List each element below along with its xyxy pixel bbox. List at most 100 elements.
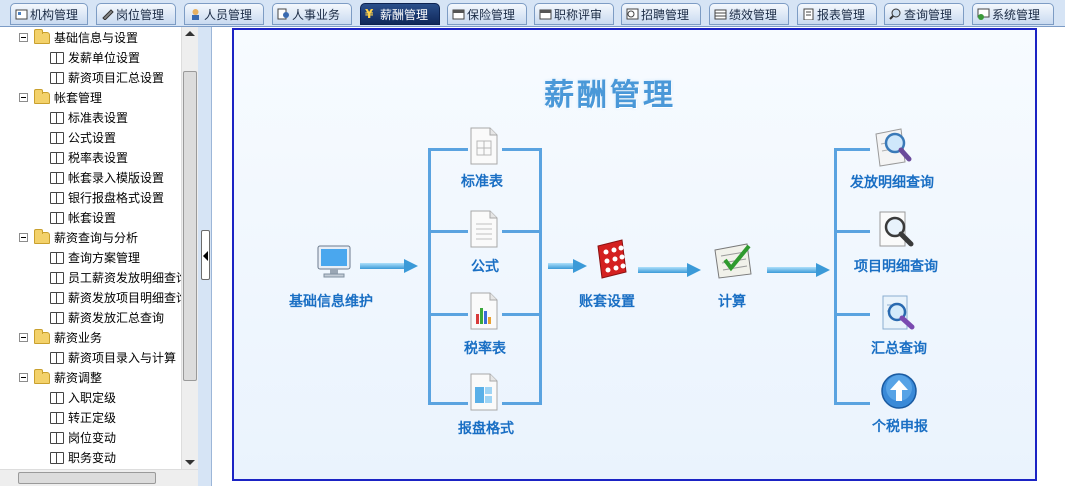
tree-group-salary-query[interactable]: 薪资查询与分析 — [19, 228, 138, 247]
tree-group-account-set[interactable]: 帐套管理 — [19, 88, 102, 107]
scrollbar-thumb[interactable] — [183, 71, 197, 381]
tree-item[interactable]: 员工薪资发放明细查询 — [50, 268, 188, 287]
tab-org-management[interactable]: 机构管理 — [10, 3, 88, 25]
monitor-icon[interactable] — [316, 244, 352, 280]
tab-post-management[interactable]: 岗位管理 — [96, 3, 176, 25]
book-icon — [50, 311, 64, 324]
book-icon — [50, 151, 64, 164]
tree-item[interactable]: 入职定级 — [50, 388, 116, 407]
tab-query-management[interactable]: 查询管理 — [884, 3, 964, 25]
flow-arrow — [767, 263, 830, 277]
folder-icon — [34, 368, 50, 384]
scroll-up-icon[interactable] — [185, 31, 195, 36]
collapse-icon[interactable] — [19, 233, 28, 242]
tree-item[interactable]: 薪资项目汇总设置 — [50, 68, 164, 87]
book-icon — [50, 391, 64, 404]
calculate-checklist-icon[interactable] — [711, 240, 757, 280]
tree-item[interactable]: 转正定级 — [50, 408, 116, 427]
book-icon — [50, 251, 64, 264]
summary-query-link[interactable]: 汇总查询 — [871, 341, 927, 357]
tree-item[interactable]: 职务变动 — [50, 448, 116, 467]
book-icon — [50, 431, 64, 444]
tree-vertical-scrollbar[interactable] — [181, 27, 198, 469]
tree-item[interactable]: 薪资项目录入与计算 — [50, 348, 176, 367]
tree-item[interactable]: 发薪单位设置 — [50, 48, 140, 67]
tree-group-salary-adjust[interactable]: 薪资调整 — [19, 368, 102, 387]
calculate-link[interactable]: 计算 — [718, 294, 746, 310]
summary-query-icon[interactable] — [879, 293, 919, 335]
yen-icon: ¥ — [365, 7, 374, 21]
base-info-link[interactable]: 基础信息维护 — [289, 294, 373, 310]
tree-item-label: 薪资发放项目明细查询 — [68, 291, 189, 305]
tree-item[interactable]: 薪资发放汇总查询 — [50, 308, 164, 327]
tree-item-label: 薪资发放汇总查询 — [68, 311, 165, 325]
tax-rate-chart-icon[interactable] — [469, 292, 499, 330]
tree-group-label: 薪资调整 — [54, 371, 103, 385]
tree-item-label: 银行报盘格式设置 — [68, 191, 165, 205]
tab-system-management[interactable]: 系统管理 — [972, 3, 1054, 25]
tree-item-label: 转正定级 — [68, 411, 117, 425]
tree-item[interactable]: 帐套设置 — [50, 208, 116, 227]
book-icon — [50, 131, 64, 144]
collapse-panel-button[interactable] — [201, 230, 210, 280]
tree-item[interactable]: 标准表设置 — [50, 108, 128, 127]
bracket-line — [428, 230, 468, 233]
bracket-line — [834, 148, 870, 151]
book-icon — [50, 291, 64, 304]
book-icon — [50, 451, 64, 464]
tab-performance-management[interactable]: 绩效管理 — [709, 3, 789, 25]
tree-group-salary-business[interactable]: 薪资业务 — [19, 328, 102, 347]
tab-salary-management[interactable]: ¥ 薪酬管理 — [360, 3, 440, 25]
item-detail-query-icon[interactable] — [877, 210, 917, 252]
item-detail-query-link[interactable]: 项目明细查询 — [854, 259, 938, 275]
book-icon — [50, 171, 64, 184]
issuance-detail-query-icon[interactable] — [873, 126, 913, 168]
collapse-icon[interactable] — [19, 33, 28, 42]
upload-arrow-icon[interactable] — [880, 372, 918, 410]
bracket-line — [428, 402, 468, 405]
tree-group-basic-info[interactable]: 基础信息与设置 — [19, 28, 138, 47]
collapse-icon[interactable] — [19, 373, 28, 382]
tab-title-review[interactable]: 职称评审 — [534, 3, 614, 25]
tree-item-label: 查询方案管理 — [68, 251, 141, 265]
folder-icon — [34, 28, 50, 44]
tree-item-label: 标准表设置 — [68, 111, 129, 125]
scroll-down-icon[interactable] — [185, 460, 195, 465]
collapse-icon[interactable] — [19, 333, 28, 342]
formula-link[interactable]: 公式 — [471, 259, 499, 275]
bracket-line — [834, 148, 837, 405]
tab-report-management[interactable]: 报表管理 — [797, 3, 877, 25]
tree-item[interactable]: 银行报盘格式设置 — [50, 188, 164, 207]
tab-hr-business[interactable]: 人事业务 — [272, 3, 352, 25]
bracket-line — [502, 402, 542, 405]
formula-doc-icon[interactable] — [469, 210, 499, 248]
tab-recruit-management[interactable]: 招聘管理 — [621, 3, 701, 25]
account-setup-link[interactable]: 账套设置 — [579, 294, 635, 310]
tree-item[interactable]: 岗位变动 — [50, 428, 116, 447]
standard-table-link[interactable]: 标准表 — [461, 174, 503, 190]
offer-format-link[interactable]: 报盘格式 — [458, 421, 514, 437]
standard-table-icon[interactable] — [469, 127, 499, 165]
page-title: 薪酬管理 — [544, 79, 676, 112]
performance-icon — [714, 8, 727, 20]
folder-icon — [34, 228, 50, 244]
tab-label: 招聘管理 — [641, 7, 690, 22]
tab-person-management[interactable]: 人员管理 — [184, 3, 264, 25]
account-setup-icon[interactable] — [592, 238, 630, 280]
tax-declaration-link[interactable]: 个税申报 — [872, 419, 928, 435]
tab-label: 人员管理 — [204, 7, 253, 22]
offer-format-icon[interactable] — [469, 373, 499, 411]
flow-arrow — [638, 263, 701, 277]
collapse-icon[interactable] — [19, 93, 28, 102]
tree-item[interactable]: 公式设置 — [50, 128, 116, 147]
tab-insurance-management[interactable]: 保险管理 — [447, 3, 527, 25]
tree-item[interactable]: 查询方案管理 — [50, 248, 140, 267]
scrollbar-thumb[interactable] — [18, 472, 156, 484]
tree-item[interactable]: 税率表设置 — [50, 148, 128, 167]
tree-item[interactable]: 薪资发放项目明细查询 — [50, 288, 188, 307]
tab-label: 岗位管理 — [116, 7, 165, 22]
tree-horizontal-scrollbar[interactable] — [0, 469, 198, 486]
tax-rate-table-link[interactable]: 税率表 — [464, 341, 506, 357]
tree-item[interactable]: 帐套录入模版设置 — [50, 168, 164, 187]
issuance-detail-query-link[interactable]: 发放明细查询 — [850, 175, 934, 191]
